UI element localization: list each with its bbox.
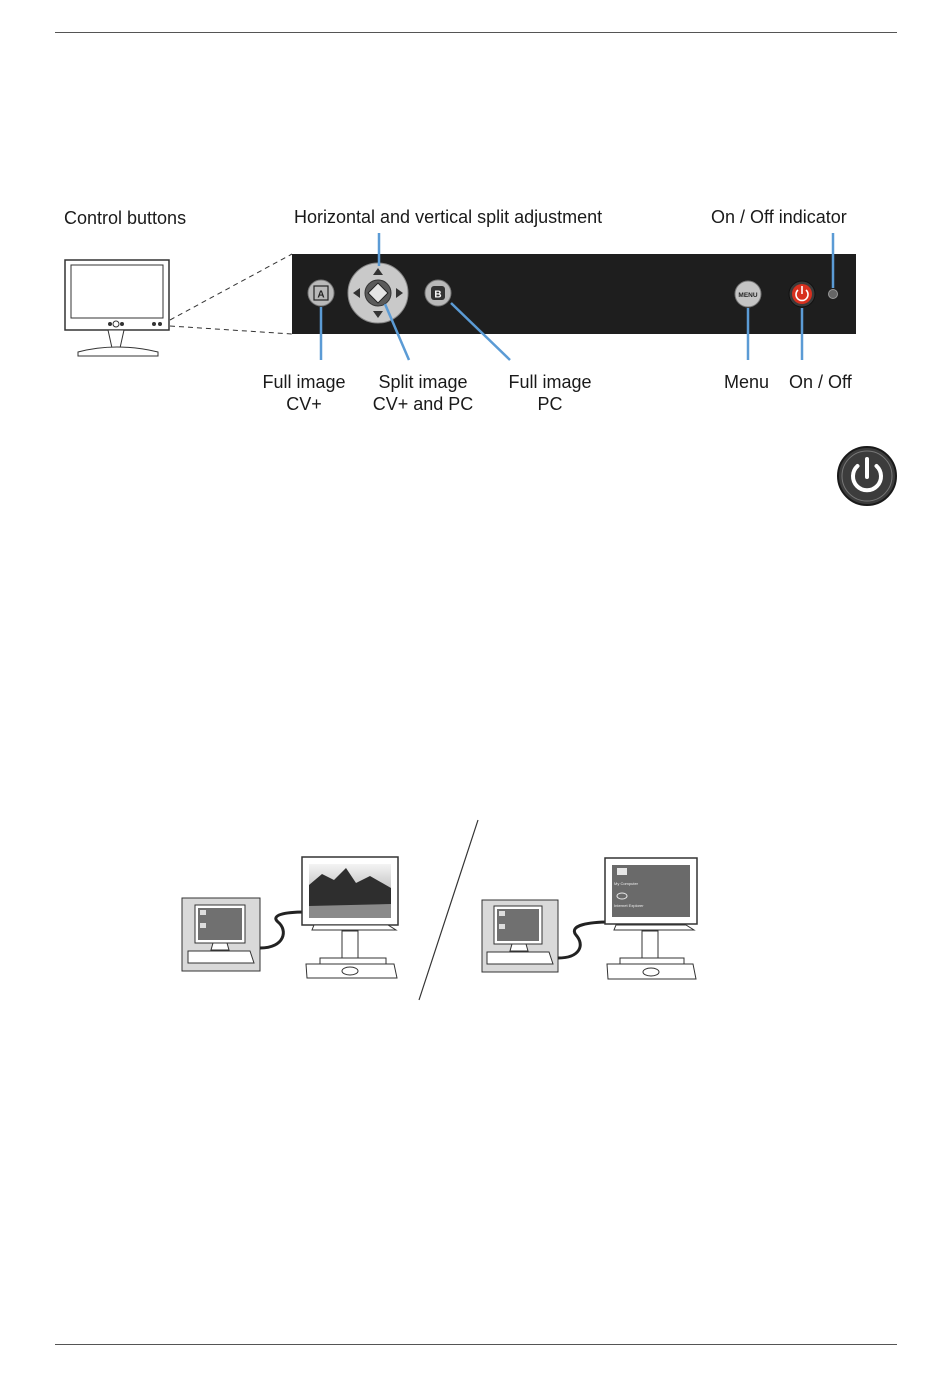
left-pc-icon [182, 898, 260, 971]
left-monitor-camera-image [302, 857, 398, 978]
power-icon [0, 0, 950, 520]
right-cable [558, 922, 610, 958]
bottom-rule [55, 1344, 897, 1345]
desktop-icon-label: Internet Explorer [614, 903, 644, 908]
right-monitor-pc-desktop [605, 858, 697, 979]
desktop-icon-label: My Computer [614, 881, 639, 886]
left-cable [260, 912, 305, 948]
right-pc-icon [482, 900, 558, 972]
scene-divider [419, 820, 478, 1000]
